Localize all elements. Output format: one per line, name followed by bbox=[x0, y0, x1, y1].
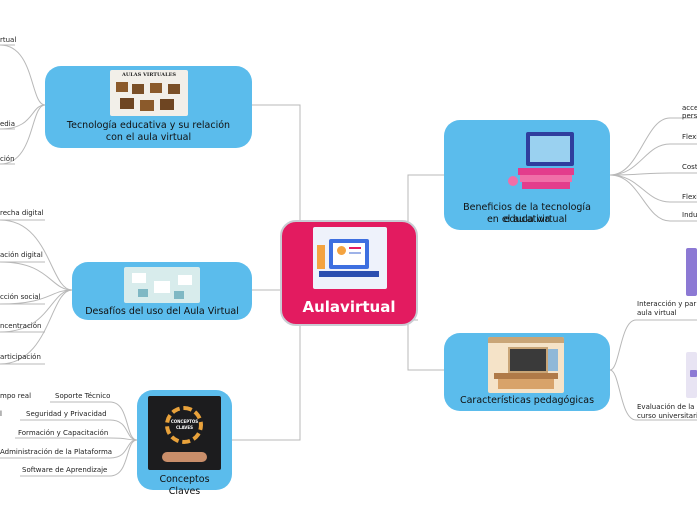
topic-caracteristicas-title: Características pedagógicas bbox=[459, 395, 595, 406]
leaf-tecnologia-2[interactable]: edia bbox=[0, 120, 15, 128]
leaf-tecnologia-1[interactable]: rtual bbox=[0, 36, 17, 44]
leaf-caracteristicas-3[interactable]: Evaluación de la bbox=[637, 403, 695, 411]
topic-desafios[interactable]: Desafíos del uso del Aula Virtual bbox=[72, 262, 252, 320]
leaf-desafios-1[interactable]: recha digital bbox=[0, 209, 44, 217]
leaf-conceptos-3[interactable]: Formación y Capacitación bbox=[18, 429, 109, 437]
conceptos-claves-image: CONCEPTOS CLAVES bbox=[148, 396, 221, 470]
leaf-conceptos-6[interactable]: mpo real bbox=[0, 392, 32, 400]
topic-beneficios-title-1: Beneficios de la tecnología educativa bbox=[463, 202, 591, 225]
leaf-caracteristicas-4[interactable]: curso universitari bbox=[637, 412, 697, 420]
aulas-virtuales-image: AULAS VIRTUALES bbox=[110, 70, 188, 116]
leaf-conceptos-7[interactable]: l bbox=[0, 410, 2, 418]
leaf-desafios-3[interactable]: cción social bbox=[0, 293, 41, 301]
leaf-conceptos-4[interactable]: Administración de la Plataforma bbox=[0, 448, 113, 456]
leaf-conceptos-5[interactable]: Software de Aprendizaje bbox=[22, 466, 108, 474]
caracteristicas-image bbox=[488, 337, 564, 393]
central-title: Aulavirtual bbox=[302, 298, 396, 316]
topic-tecnologia-title-1: Tecnología educativa y su relación bbox=[66, 120, 231, 131]
topic-beneficios[interactable]: Beneficios de la tecnología educativa en… bbox=[444, 120, 610, 230]
desafios-image bbox=[124, 267, 200, 303]
leaf-desafios-4[interactable]: ncentración bbox=[0, 322, 42, 330]
leaf-caracteristicas-2[interactable]: aula virtual bbox=[637, 309, 677, 317]
topic-conceptos-title: Conceptos Claves bbox=[159, 474, 210, 497]
leaf-beneficios-6[interactable]: Indu bbox=[682, 211, 697, 219]
topic-desafios-title: Desafíos del uso del Aula Virtual bbox=[85, 306, 239, 317]
central-image bbox=[313, 227, 387, 289]
central-topic[interactable]: Aulavirtual bbox=[280, 220, 418, 326]
leaf-beneficios-2[interactable]: perso bbox=[682, 112, 697, 120]
topic-caracteristicas[interactable]: Características pedagógicas bbox=[444, 333, 610, 411]
leaf-conceptos-2[interactable]: Seguridad y Privacidad bbox=[26, 410, 107, 418]
leaf-desafios-2[interactable]: ación digital bbox=[0, 251, 43, 259]
leaf-tecnologia-3[interactable]: ción bbox=[0, 155, 15, 163]
leaf-caracteristicas-1[interactable]: Interacción y par bbox=[637, 300, 697, 308]
leaf-conceptos-1[interactable]: Soporte Técnico bbox=[55, 392, 111, 400]
leaf-beneficios-5[interactable]: Flexi bbox=[682, 193, 697, 201]
leaf-desafios-5[interactable]: articipación bbox=[0, 353, 41, 361]
topic-tecnologia-educativa[interactable]: AULAS VIRTUALES Tecnología educativa y s… bbox=[45, 66, 252, 148]
evaluacion-image bbox=[686, 352, 697, 398]
topic-conceptos-claves[interactable]: CONCEPTOS CLAVES Conceptos Claves bbox=[137, 390, 232, 497]
interaccion-image bbox=[686, 248, 697, 296]
leaf-beneficios-4[interactable]: Cost bbox=[682, 163, 697, 171]
topic-tecnologia-title-2: con el aula virtual bbox=[105, 132, 192, 143]
leaf-beneficios-1[interactable]: acce bbox=[682, 104, 697, 112]
beneficios-image bbox=[500, 126, 580, 194]
leaf-beneficios-3[interactable]: Flexi bbox=[682, 133, 697, 141]
topic-beneficios-title-2: en el aula virtual bbox=[486, 214, 568, 225]
